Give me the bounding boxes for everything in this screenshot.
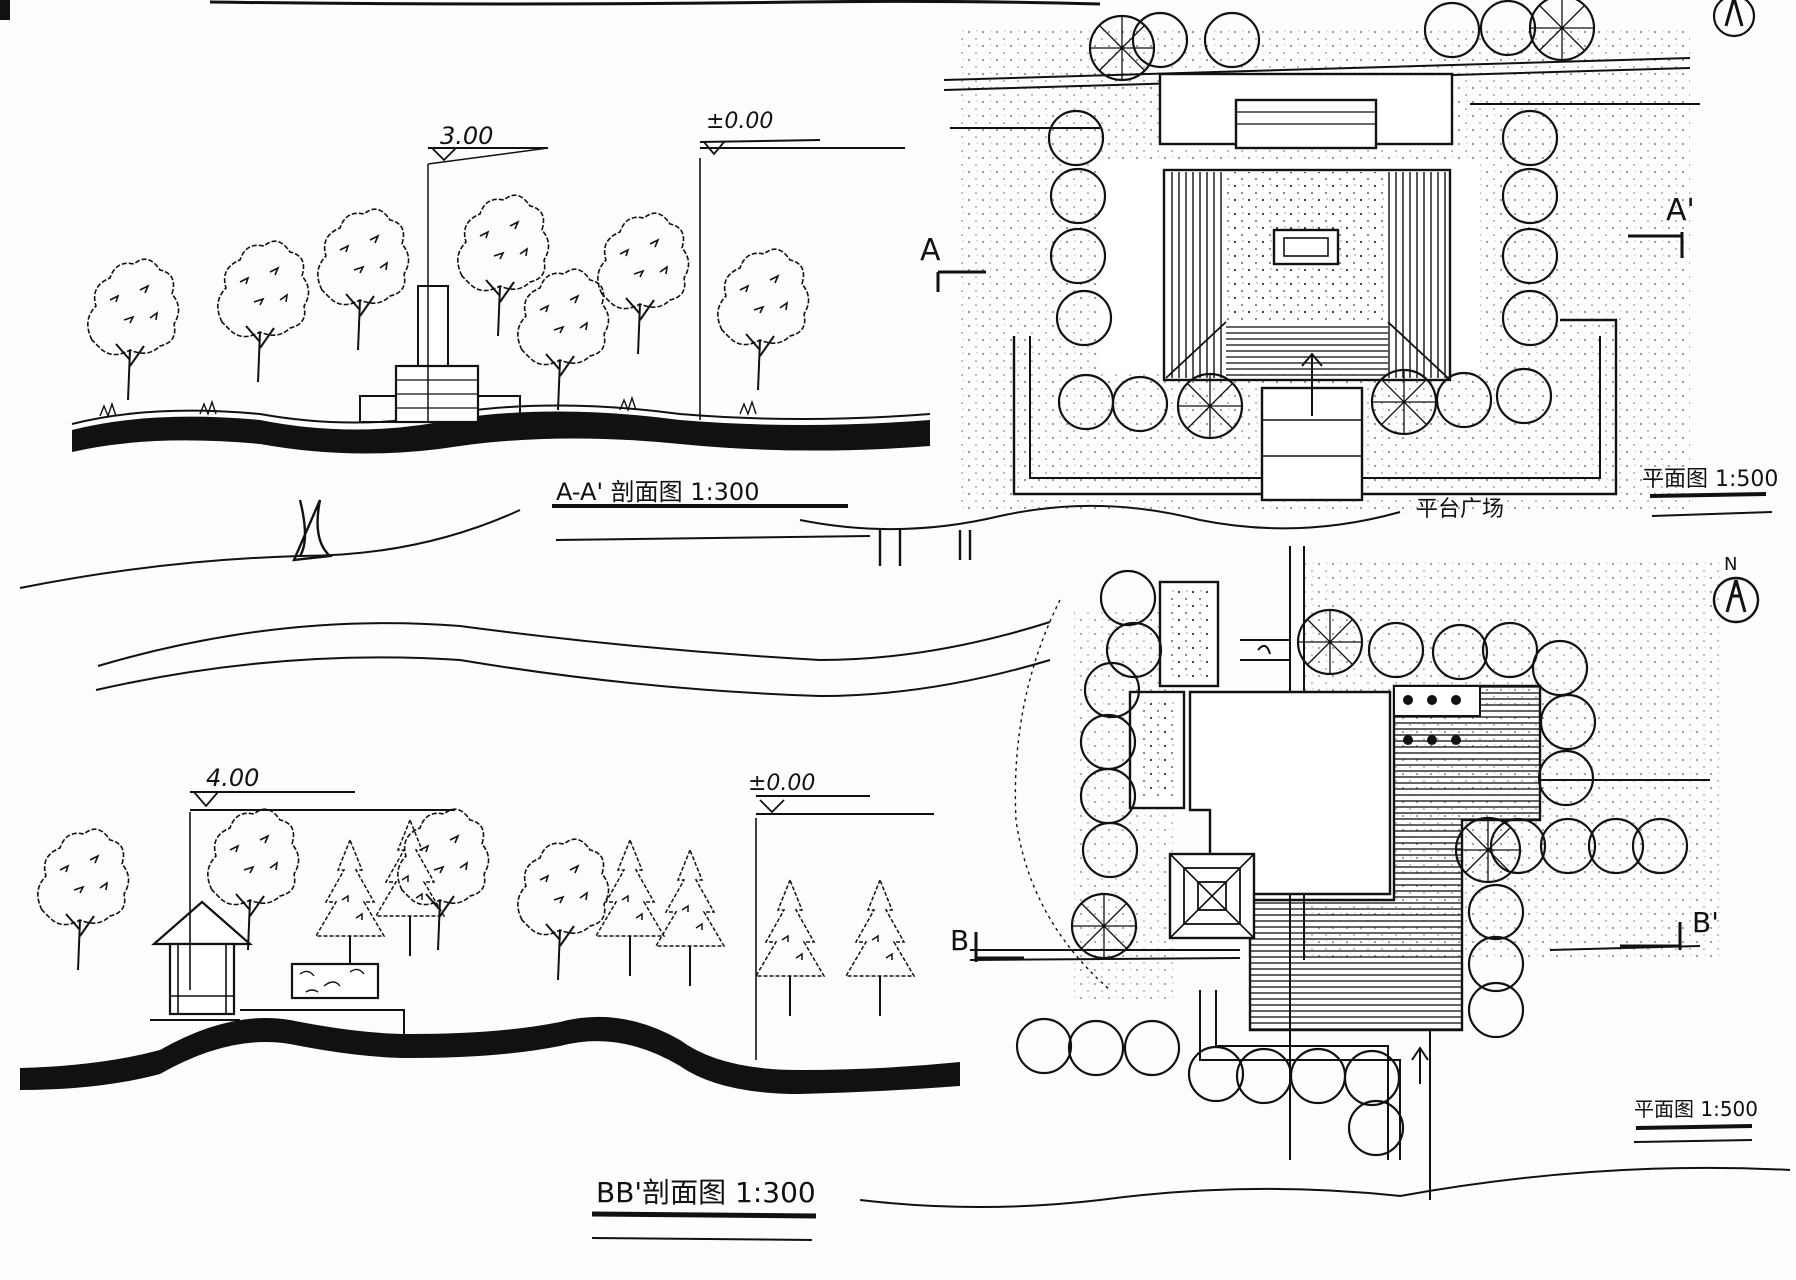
conifer-icon (755, 879, 825, 1017)
north-arrow-icon (1712, 0, 1756, 38)
tree-icon (596, 212, 690, 355)
conifer-icon (375, 819, 445, 957)
north-arrow-icon (1712, 576, 1760, 624)
plan-bottom-north-label: N (1724, 554, 1737, 575)
tree-canopy-icon (1070, 892, 1138, 960)
timber-deck (1248, 684, 1542, 1032)
tree-icon (456, 194, 550, 337)
tree-icon (216, 240, 310, 383)
plan-bottom-cut-end: B' (1692, 906, 1719, 939)
section-a-elev-high: 3.00 (440, 122, 493, 150)
tree-canopy-icon (1454, 816, 1522, 884)
section-b-elev-high: 4.00 (206, 764, 259, 792)
tree-icon (36, 828, 130, 971)
pavilion-body (168, 942, 236, 1016)
section-a-elevation (71, 139, 931, 541)
section-a-title: A-A' 剖面图 1:300 (556, 478, 759, 506)
shrub-icon (1347, 1099, 1405, 1157)
central-plaza (1162, 168, 1452, 382)
tree-canopy-icon (1176, 372, 1244, 440)
monument-stele (417, 285, 449, 367)
tree-icon (516, 838, 610, 981)
section-b-elevation (20, 791, 960, 1241)
tree-canopy-icon (1370, 368, 1438, 436)
plan-bottom-cut-start: B (950, 924, 969, 957)
conifer-icon (315, 839, 385, 977)
tree-canopy-icon (1296, 608, 1364, 676)
plan-top-title: 平面图 1:500 (1642, 467, 1778, 492)
section-b-elev-zero: ±0.00 (748, 771, 815, 796)
tree-icon (86, 258, 180, 401)
divider-strokes (19, 499, 1791, 1208)
shrub-icon (1187, 1045, 1245, 1103)
plan-top-cut-end: A' (1666, 193, 1695, 228)
plan-bottom-title: 平面图 1:500 (1634, 1097, 1758, 1121)
tree-icon (316, 208, 410, 351)
stone-wall (290, 962, 380, 1000)
shrub-icon (1289, 1047, 1347, 1105)
shrub-icon (1015, 1017, 1073, 1075)
conifer-icon (845, 879, 915, 1017)
tree-icon (716, 248, 810, 391)
shrub-icon (1123, 1019, 1181, 1077)
tree-icon (396, 808, 490, 951)
conifer-icon (655, 849, 725, 987)
shrub-icon (1067, 1019, 1125, 1077)
plan-top (936, 0, 1773, 517)
section-b-title: BB'剖面图 1:300 (596, 1176, 816, 1209)
conifer-icon (595, 839, 665, 977)
plan-bottom (969, 546, 1760, 1200)
plan-top-cut-start: A (920, 233, 941, 268)
section-a-elev-zero: ±0.00 (706, 109, 773, 134)
shrub-icon (1235, 1047, 1293, 1105)
tree-canopy-icon (1088, 14, 1156, 82)
tree-icon (516, 268, 610, 411)
pavilion-roof (151, 900, 253, 946)
plan-top-note: 平台广场 (1416, 497, 1504, 522)
